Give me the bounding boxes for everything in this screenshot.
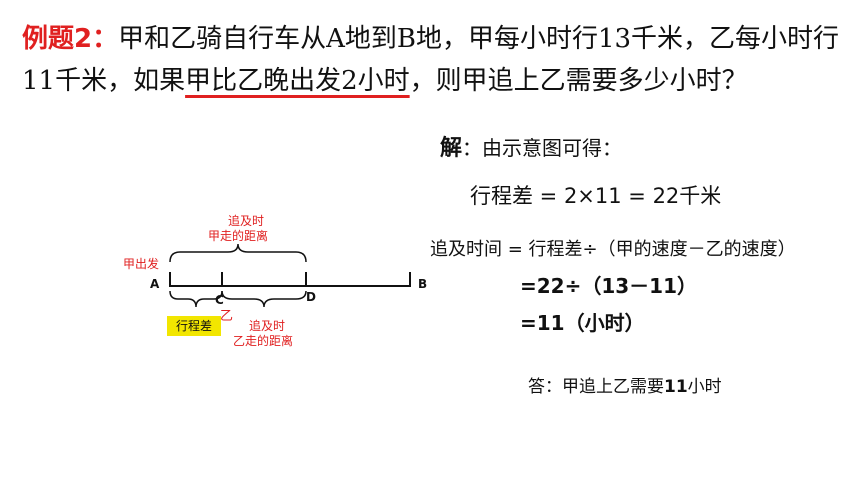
point-d-label: D: [306, 290, 316, 304]
solution-line-3: =22÷（13－11）: [520, 274, 698, 298]
solution-heading-text: ：由示意图可得：: [462, 136, 623, 160]
distance-gap-highlight: 行程差: [167, 316, 221, 336]
start-label: 甲出发: [123, 257, 160, 271]
point-a-label: A: [150, 277, 160, 291]
bottom-label: 追及时 乙走的距离: [233, 319, 293, 349]
solution-line-4: =11（小时）: [520, 311, 645, 335]
problem-text-after: ，则甲追上乙需要多少小时？: [409, 66, 748, 96]
answer-value: 11: [664, 377, 688, 397]
solution-line-2: 追及时间 = 行程差÷（甲的速度－乙的速度）: [430, 239, 796, 260]
solution-line-1: 行程差 = 2×11 = 22千米: [470, 184, 722, 208]
problem-label: 例题2：: [22, 24, 119, 54]
top-label: 追及时 甲走的距离: [208, 214, 268, 244]
point-c-label: C: [215, 293, 224, 307]
bottom-label-line1: 追及时: [249, 319, 286, 333]
top-label-line1: 追及时: [228, 214, 265, 228]
top-label-line2: 甲走的距离: [208, 229, 269, 243]
answer-prefix: 答：甲追上乙需要: [528, 377, 664, 397]
solution-heading: 解：由示意图可得：: [440, 130, 622, 162]
bottom-label-line2: 乙走的距离: [233, 334, 294, 348]
answer-line: 答：甲追上乙需要11小时: [528, 372, 722, 397]
yi-label: 乙: [220, 309, 234, 324]
top-brace: [169, 243, 307, 263]
problem-text-before: 甲和乙骑自行车从A地到B地，甲每小时行13千米，乙每小时行11千米，如果: [22, 24, 840, 96]
bottom-brace-ac: [169, 290, 223, 308]
problem-text-underlined: 甲比乙晚出发2小时: [185, 66, 410, 96]
bottom-brace-cd: [221, 290, 307, 308]
problem-text: 例题2：甲和乙骑自行车从A地到B地，甲每小时行13千米，乙每小时行11千米，如果…: [22, 18, 842, 102]
answer-suffix: 小时: [687, 377, 722, 397]
point-b-label: B: [418, 277, 428, 291]
solution-label: 解: [440, 136, 463, 161]
